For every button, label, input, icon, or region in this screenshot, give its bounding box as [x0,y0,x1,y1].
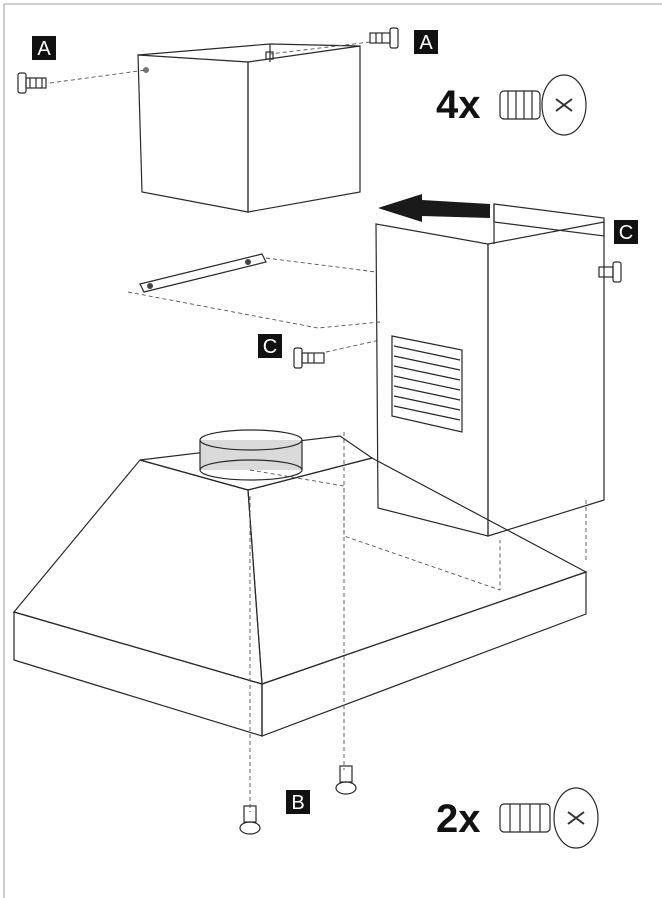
label-c-middle: C [258,334,282,358]
svg-text:C: C [619,222,633,244]
quantity-lower: 2x [436,797,481,841]
quantity-upper: 4x [436,83,481,127]
arrow-icon [378,194,490,222]
vent-grille-icon [391,335,463,433]
page-border [3,3,662,898]
screw-icon [17,27,622,849]
svg-text:A: A [37,38,51,60]
upper-chimney-cover [137,43,361,213]
mounting-bracket [127,253,381,329]
lower-chimney-cover [375,203,605,537]
label-a-right: A [414,30,438,54]
hood-body [12,429,588,812]
label-a-left: A [32,36,56,60]
label-c-right: C [614,220,638,244]
svg-text:C: C [263,336,277,358]
label-b: B [286,790,310,814]
svg-text:B: B [291,792,304,814]
svg-text:A: A [419,32,433,54]
